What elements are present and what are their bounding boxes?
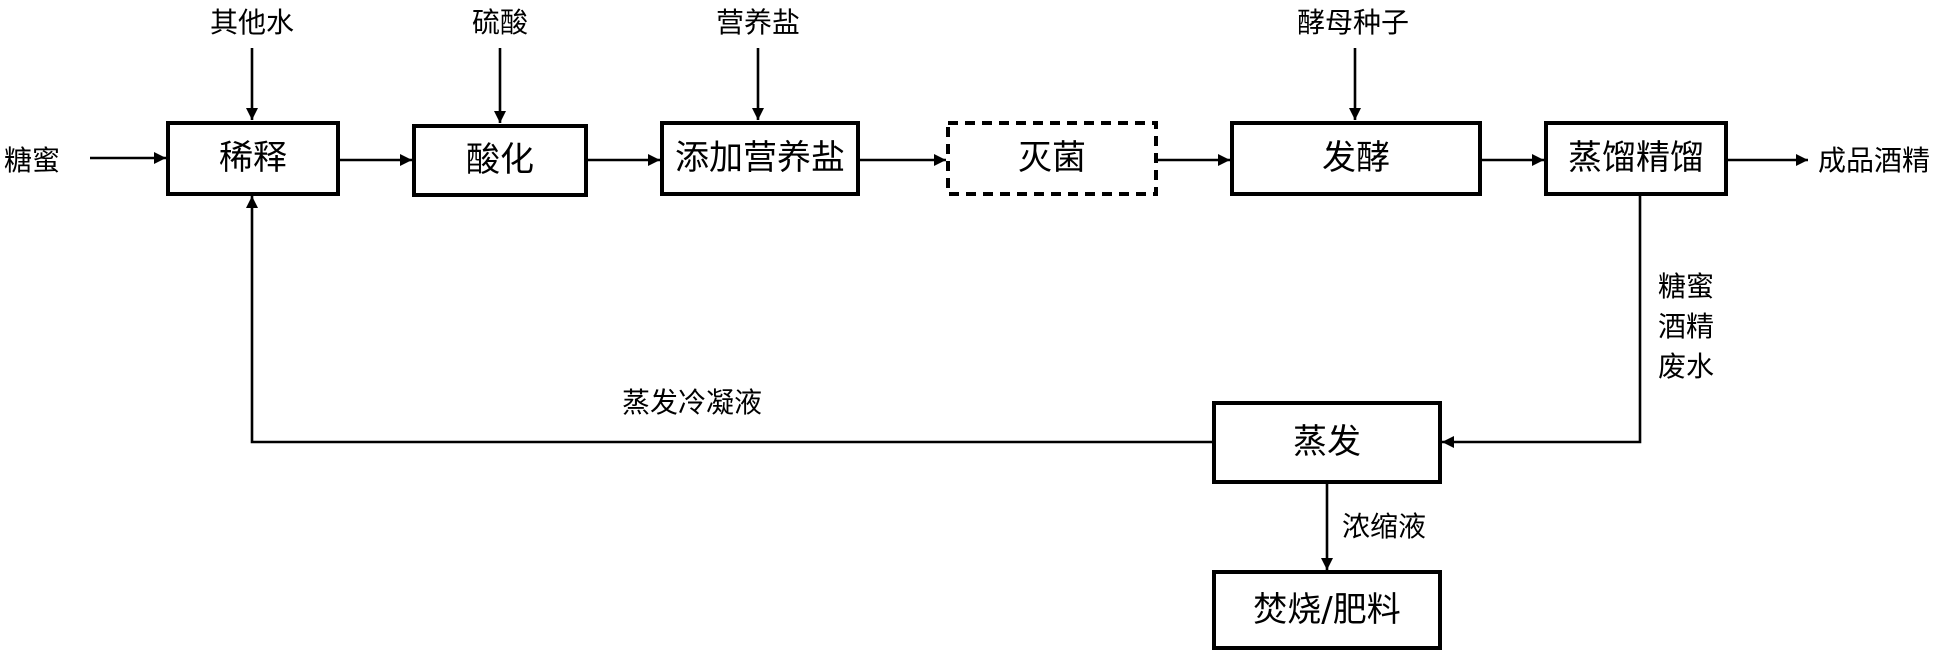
wastewater-label-line-3: 废水 <box>1658 350 1714 383</box>
box-distillation: 蒸馏精馏 <box>1544 121 1728 196</box>
arrow-condensate-to-dilution <box>246 196 1214 444</box>
box-evaporation: 蒸发 <box>1212 401 1442 484</box>
output-product-label: 成品酒精 <box>1818 144 1930 177</box>
wastewater-label-line-2: 酒精 <box>1658 310 1714 343</box>
concentrate-label: 浓缩液 <box>1342 510 1426 543</box>
box-acidification-label: 酸化 <box>466 140 534 180</box>
box-fermentation: 发酵 <box>1230 121 1482 196</box>
box-sterilization-label: 灭菌 <box>1018 138 1086 178</box>
box-incineration-label: 焚烧/肥料 <box>1253 590 1400 630</box>
input-molasses-label: 糖蜜 <box>4 144 60 177</box>
input-nutrient-salt-label: 营养盐 <box>716 6 800 39</box>
box-sterilization: 灭菌 <box>946 121 1158 196</box>
input-yeast-seed-label: 酵母种子 <box>1297 6 1409 39</box>
box-acidification: 酸化 <box>412 124 588 197</box>
box-distillation-label: 蒸馏精馏 <box>1568 138 1704 178</box>
input-other-water-label: 其他水 <box>210 6 294 39</box>
box-dilution-label: 稀释 <box>219 138 287 178</box>
box-dilution: 稀释 <box>166 121 340 196</box>
box-add-nutrient-label: 添加营养盐 <box>675 138 845 178</box>
box-fermentation-label: 发酵 <box>1322 138 1390 178</box>
wastewater-label-line-1: 糖蜜 <box>1658 270 1714 303</box>
input-sulfuric-acid-label: 硫酸 <box>472 6 528 39</box>
box-evaporation-label: 蒸发 <box>1293 422 1361 462</box>
wastewater-label: 糖蜜 酒精 废水 <box>1658 270 1714 383</box>
condensate-label: 蒸发冷凝液 <box>622 386 762 419</box>
box-incineration: 焚烧/肥料 <box>1212 570 1442 650</box>
arrow-distillation-to-evaporation <box>1442 194 1642 448</box>
box-add-nutrient: 添加营养盐 <box>660 121 860 196</box>
